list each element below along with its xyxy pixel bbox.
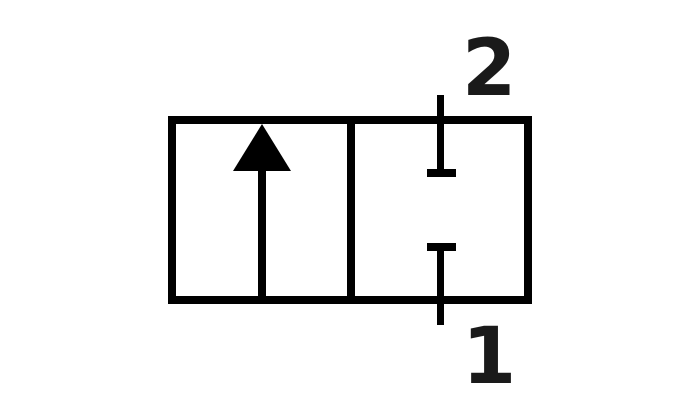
flow-arrow-icon	[233, 124, 291, 300]
blocked-port-bottom-icon	[427, 243, 456, 325]
port-label-1: 1	[462, 312, 516, 402]
blocked-port-top-icon	[427, 95, 456, 177]
port-label-2: 2	[462, 24, 516, 114]
